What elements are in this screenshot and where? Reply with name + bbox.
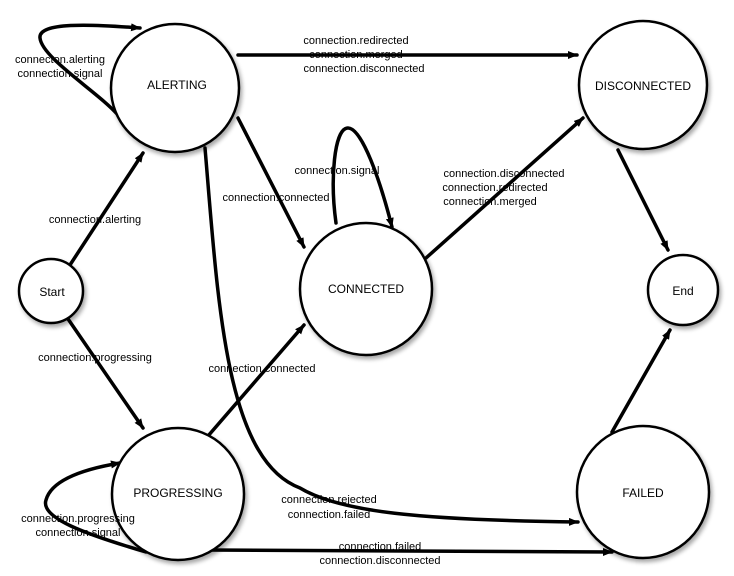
edge-progressing-to-failed [206, 547, 614, 556]
edge-label-alerting-self: connection.signal [17, 68, 102, 80]
state-label-alerting: ALERTING [147, 78, 207, 92]
edge-progressing-self [43, 460, 148, 554]
edge-label-start-to-alerting: connection.alerting [49, 214, 141, 226]
edge-label-alerting-to-failed: connection.failed [288, 509, 371, 521]
edge-disconnected-to-end [616, 148, 670, 252]
state-failed [575, 424, 711, 560]
edge-labels: connecton.alerting connection.signal con… [15, 35, 565, 567]
edge-label-connected-to-disconnected: connection.disconnected [443, 168, 564, 180]
edge-label-alerting-to-disconnected: connection.disconnected [303, 63, 424, 75]
edge-label-progressing-to-connected: connection.connected [208, 363, 315, 375]
edge-label-progressing-self: connection.signal [35, 527, 120, 539]
edge-label-alerting-to-disconnected: connection.redirected [303, 35, 408, 47]
state-connected [298, 221, 434, 357]
edge-connected-to-disconnected [424, 116, 585, 260]
states [17, 19, 720, 562]
edge-label-connected-to-disconnected: connection.redirected [442, 182, 547, 194]
state-labels: ALERTING Start CONNECTED PROGRESSING DIS… [39, 78, 693, 500]
state-label-connected: CONNECTED [328, 282, 404, 296]
edge-alerting-self [38, 23, 142, 117]
edge-start-to-progressing [64, 314, 145, 430]
edge-label-alerting-to-disconnected: connection.merged [309, 49, 403, 61]
edge-failed-to-end [610, 328, 672, 434]
state-label-disconnected: DISCONNECTED [595, 79, 691, 93]
edge-progressing-to-connected [206, 323, 306, 438]
edge-label-progressing-to-failed: connection.failed [339, 541, 422, 553]
edge-label-connected-to-disconnected: connection.merged [443, 196, 537, 208]
state-label-end: End [672, 284, 693, 298]
state-alerting [109, 22, 241, 154]
edge-start-to-alerting [66, 151, 145, 270]
edge-label-connected-self: connection.signal [294, 165, 379, 177]
state-disconnected [577, 19, 709, 151]
edge-label-alerting-to-failed: connection.rejected [281, 494, 376, 506]
edge-label-alerting-to-connected: connection.connected [222, 192, 329, 204]
state-label-progressing: PROGRESSING [133, 486, 222, 500]
edge-label-start-to-progressing: connection.progressing [38, 352, 152, 364]
edge-alerting-to-connected [236, 116, 306, 249]
state-end [646, 253, 720, 327]
state-label-start: Start [39, 285, 65, 299]
state-progressing [110, 426, 246, 562]
edge-label-progressing-self: connection.progressing [21, 513, 135, 525]
state-label-failed: FAILED [622, 486, 664, 500]
edge-label-alerting-self: connecton.alerting [15, 54, 105, 66]
edge-label-progressing-to-failed: connection.disconnected [319, 555, 440, 567]
edge-alerting-to-failed [203, 146, 580, 526]
edge-connected-self [331, 126, 394, 229]
state-start [17, 257, 85, 325]
edges [38, 23, 672, 556]
